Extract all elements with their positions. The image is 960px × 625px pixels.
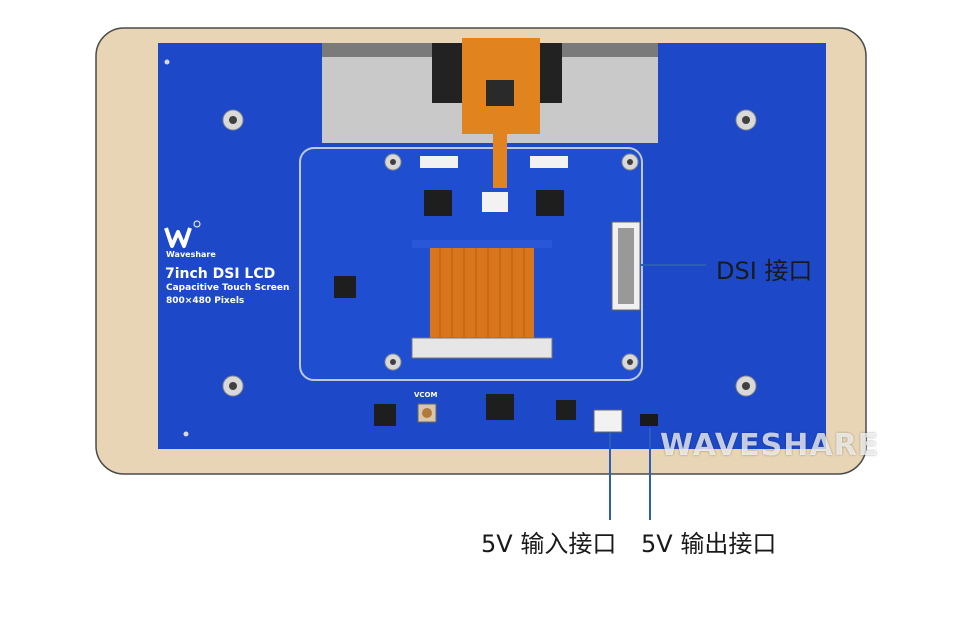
power-output-label: 5V 输出接口 <box>641 530 777 558</box>
brand-text: Waveshare <box>166 250 216 259</box>
dsi-interface-label: DSI 接口 <box>716 257 813 285</box>
watermark: WAVESHARE <box>660 428 880 463</box>
board-title: 7inch DSI LCD <box>165 266 276 282</box>
ic-chips <box>334 190 576 426</box>
power-input-label: 5V 输入接口 <box>481 530 617 558</box>
power-output-header <box>640 414 658 426</box>
waveshare-logo-icon <box>164 220 201 248</box>
dsi-fpc-cable <box>430 244 534 340</box>
vcom-label: VCOM <box>414 391 438 399</box>
board-subtitle: Capacitive Touch Screen <box>166 283 290 293</box>
board-resolution: 800×480 Pixels <box>166 296 245 306</box>
power-input-connector <box>593 409 623 433</box>
